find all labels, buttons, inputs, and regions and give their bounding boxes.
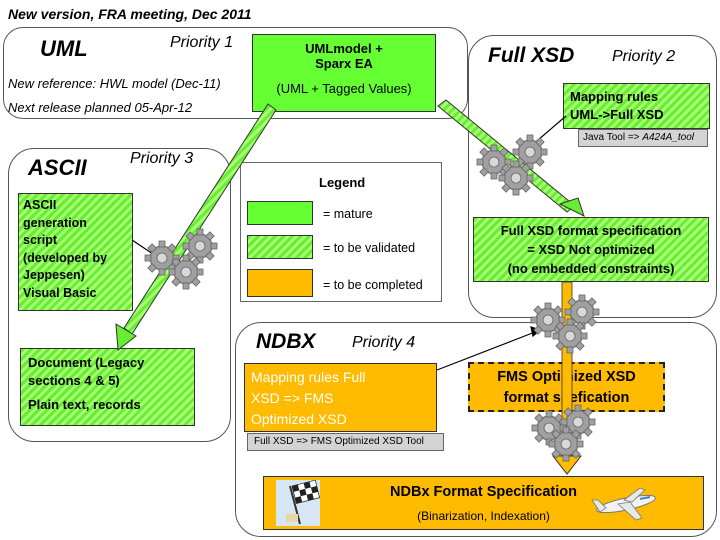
uml-priority: Priority 1 [170, 34, 234, 51]
fms-spec-box: FMS Optimized XSD format spefication [468, 362, 665, 412]
ascii-document-line2: sections 4 & 5) [28, 373, 120, 388]
uml-model-line1: UMLmodel + [305, 41, 383, 56]
ndbx-priority: Priority 4 [352, 334, 416, 351]
fms-spec-line2: format spefication [503, 390, 630, 406]
ascii-document-line3: Plain text, records [28, 397, 141, 412]
legend-swatch-validated [247, 235, 313, 259]
slide-header: New version, FRA meeting, Dec 2011 [8, 6, 252, 22]
uml-model-sub: (UML + Tagged Values) [276, 81, 412, 96]
uml-model-line2: Sparx EA [315, 56, 373, 71]
java-tool-prefix: Java Tool => [583, 132, 643, 143]
ascii-script-line: (developed by [23, 250, 108, 265]
ndbx-mapping-line2: XSD => FMS [251, 390, 334, 406]
full-xsd-mapping-box: Mapping rules UML->Full XSD [563, 83, 710, 129]
ascii-title: ASCII [28, 155, 87, 180]
full-xsd-mapping-line1: Mapping rules [570, 89, 659, 104]
full-xsd-spec-line1: Full XSD format specification [500, 223, 682, 238]
uml-model-box: UMLmodel + Sparx EA (UML + Tagged Values… [252, 34, 436, 112]
legend-box: Legend = mature = to be validated = to b… [240, 162, 442, 302]
uml-next-release: Next release planned 05-Apr-12 [8, 100, 193, 115]
java-tool-name: A424A_tool [642, 132, 695, 143]
ascii-script-box: ASCII generation script (developed by Je… [18, 193, 133, 311]
ndbx-title: NDBX [256, 330, 316, 353]
ascii-document-line1: Document (Legacy [28, 355, 145, 370]
ascii-script-line: script [23, 233, 58, 247]
ascii-priority: Priority 3 [130, 150, 194, 167]
full-xsd-spec-box: Full XSD format specification = XSD Not … [473, 217, 709, 282]
ndbx-mapping-line1: Mapping rules Full [251, 369, 366, 385]
full-xsd-title: Full XSD [488, 44, 575, 67]
full-xsd-spec-line2: = XSD Not optimized [527, 242, 655, 257]
ndbx-spec-box: NDBx Format Specification (Binarization,… [263, 476, 704, 530]
full-xsd-mapping-line2: UML->Full XSD [570, 107, 664, 122]
uml-new-reference: New reference: HWL model (Dec-11) [8, 76, 221, 91]
ndbx-mapping-line3: Optimized XSD [251, 411, 347, 427]
legend-swatch-mature [247, 201, 313, 225]
uml-title: UML [40, 36, 88, 61]
legend-swatch-completed [247, 269, 313, 297]
ascii-script-line: ASCII [23, 198, 57, 212]
java-tool-box: Java Tool => A424A_tool [578, 129, 708, 147]
full-xsd-spec-line3: (no embedded constraints) [507, 261, 675, 276]
ndbx-mapping-box: Mapping rules Full XSD => FMS Optimized … [244, 363, 437, 432]
legend-label-mature: = mature [323, 207, 373, 221]
ndbx-tool-box: Full XSD => FMS Optimized XSD Tool [247, 433, 444, 451]
legend-title: Legend [319, 175, 366, 190]
ascii-script-line: Visual Basic [23, 285, 97, 300]
legend-label-completed: = to be completed [323, 278, 423, 292]
ndbx-spec-title: NDBx Format Specification [390, 484, 577, 500]
full-xsd-priority: Priority 2 [612, 48, 676, 65]
fms-spec-line1: FMS Optimized XSD [497, 369, 636, 385]
ascii-document-box: Document (Legacy sections 4 & 5) Plain t… [20, 348, 195, 426]
ascii-script-line: Jeppesen) [23, 268, 85, 282]
legend-label-validated: = to be validated [323, 241, 416, 255]
ndbx-spec-sub: (Binarization, Indexation) [417, 509, 550, 523]
ascii-script-line: generation [23, 215, 87, 230]
